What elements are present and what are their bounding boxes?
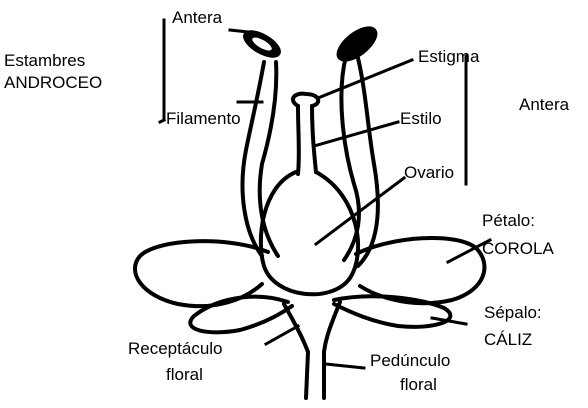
ovary	[261, 172, 358, 294]
leader-receptaculo	[266, 326, 298, 344]
label-antera-right: Antera	[519, 95, 570, 114]
label-estilo: Estilo	[400, 109, 442, 128]
petal-right	[356, 238, 484, 303]
sepal-left	[190, 297, 292, 333]
label-estigma: Estigma	[418, 47, 480, 66]
label-antera-top: Antera	[172, 8, 223, 27]
label-receptaculo: Receptáculo	[128, 339, 223, 358]
label-caliz: CÁLIZ	[484, 330, 532, 349]
label-androceo: ANDROCEO	[4, 73, 102, 92]
label-corola: COROLA	[482, 239, 554, 258]
leader-estilo	[314, 122, 398, 146]
label-receptaculo-floral: floral	[166, 365, 203, 384]
leader-ovario	[316, 178, 404, 244]
stigma	[293, 94, 318, 106]
label-filamento: Filamento	[166, 109, 241, 128]
leader-antera-top	[230, 30, 248, 32]
leader-pedunculo	[326, 364, 364, 368]
label-estambres: Estambres	[4, 51, 85, 70]
style	[298, 106, 299, 174]
label-petalo: Pétalo:	[482, 211, 535, 230]
label-ovario: Ovario	[404, 163, 454, 182]
label-pedunculo-floral: floral	[400, 375, 437, 394]
peduncle	[306, 352, 308, 398]
label-sepalo: Sépalo:	[484, 303, 542, 322]
label-pedunculo: Pedúnculo	[370, 351, 450, 370]
